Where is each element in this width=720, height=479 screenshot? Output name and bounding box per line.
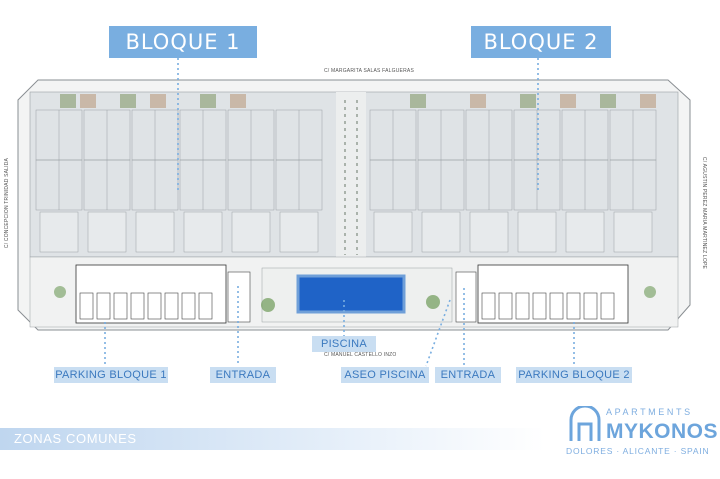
parking-space: [532, 292, 547, 320]
terrace: [600, 94, 616, 108]
entrada1-label: ENTRADA: [210, 367, 276, 383]
terrace: [80, 94, 96, 108]
unit-module: [613, 211, 653, 253]
parking1-label: PARKING BLOQUE 1: [54, 367, 168, 383]
street-top: C/ MARGARITA SALAS FALGUERAS: [324, 68, 414, 74]
terrace: [560, 94, 576, 108]
terrace: [410, 94, 426, 108]
terrace: [230, 94, 246, 108]
parking-space: [96, 292, 111, 320]
parking-space: [130, 292, 145, 320]
parking-space: [549, 292, 564, 320]
street-left: C/ CONCEPCION TRINIDAD SALIDA: [4, 157, 11, 249]
terrace: [200, 94, 216, 108]
unit-module: [87, 211, 127, 253]
parking-space: [113, 292, 128, 320]
parking-space: [498, 292, 513, 320]
parking-space: [515, 292, 530, 320]
terrace: [120, 94, 136, 108]
aseo-piscina-label: ASEO PISCINA: [341, 367, 429, 383]
unit-module: [373, 211, 413, 253]
parking-space: [566, 292, 581, 320]
logo-location: DOLORES · ALICANTE · SPAIN: [566, 446, 710, 456]
pool: [296, 274, 406, 314]
unit-module: [279, 211, 319, 253]
logo-mykonos: MYKONOS: [606, 420, 719, 443]
parking-space: [79, 292, 94, 320]
parking2-label: PARKING BLOQUE 2: [516, 367, 632, 383]
street-right: C/ AGUSTIN PEREZ MARIA MARTINEZ LOPE: [701, 156, 708, 270]
piscina-label: PISCINA: [312, 336, 376, 352]
unit-module: [565, 211, 605, 253]
parking-space: [181, 292, 196, 320]
footer-band: [0, 428, 545, 450]
parking-space: [198, 292, 213, 320]
terrace: [520, 94, 536, 108]
unit-module: [135, 211, 175, 253]
parking-space: [147, 292, 162, 320]
parking-space: [583, 292, 598, 320]
bloque2-label: BLOQUE 2: [471, 26, 611, 58]
logo-icon: [569, 406, 601, 441]
parking-space: [481, 292, 496, 320]
entrada2-area: [455, 271, 477, 323]
unit-module: [183, 211, 223, 253]
footer-title: ZONAS COMUNES: [14, 431, 137, 446]
terrace: [640, 94, 656, 108]
entrada1-area: [227, 271, 251, 323]
unit-module: [517, 211, 557, 253]
terrace: [150, 94, 166, 108]
unit-module: [39, 211, 79, 253]
unit-module: [469, 211, 509, 253]
terrace: [60, 94, 76, 108]
unit-module: [421, 211, 461, 253]
terrace: [470, 94, 486, 108]
entrada2-label: ENTRADA: [435, 367, 501, 383]
unit-module: [231, 211, 271, 253]
street-bottom: C/ MANUEL CASTELLO INZO: [324, 352, 397, 358]
bloque1-label: BLOQUE 1: [109, 26, 257, 58]
parking-space: [600, 292, 615, 320]
logo-apartments: APARTMENTS: [606, 407, 693, 417]
central-walkway: [336, 92, 366, 257]
parking-space: [164, 292, 179, 320]
